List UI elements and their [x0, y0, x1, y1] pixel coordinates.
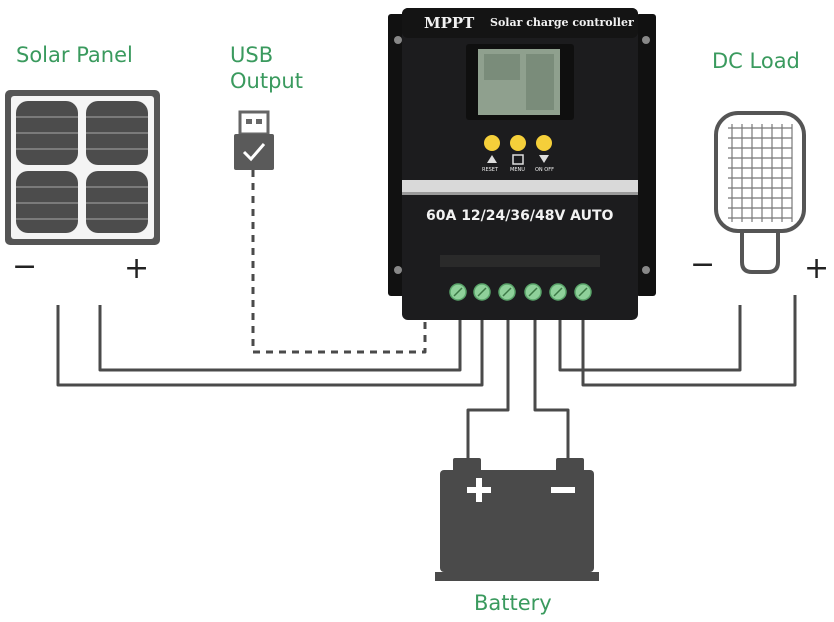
usb-label-line1: USB: [230, 43, 274, 67]
load-positive-sign: +: [804, 251, 830, 286]
wire-load-negative: [558, 305, 742, 372]
solar-negative-sign: −: [12, 249, 38, 284]
solar-panel-label: Solar Panel: [16, 43, 133, 67]
wire-solar-negative: [56, 305, 484, 387]
battery-label: Battery: [474, 591, 552, 615]
menu-button: [510, 135, 526, 151]
mppt-controller: [388, 8, 656, 320]
wire-battery-positive: [533, 315, 570, 460]
usb-label-line2: Output: [230, 69, 303, 93]
solar-panel-icon: [5, 90, 160, 245]
wire-battery-negative: [466, 315, 510, 460]
dc-load-label: DC Load: [712, 49, 800, 73]
wire-usb-output: [251, 170, 427, 354]
usb-plug-icon: [234, 110, 274, 170]
menu-label: MENU: [510, 167, 525, 173]
onoff-label: ON OFF: [535, 167, 554, 173]
battery-icon: [435, 458, 599, 581]
load-negative-sign: −: [690, 247, 716, 282]
solar-positive-sign: +: [124, 251, 150, 286]
wire-load-positive: [581, 295, 797, 387]
wires: [56, 170, 797, 460]
wire-solar-positive: [98, 305, 462, 372]
dc-load-lamp-icon: [714, 111, 806, 274]
controller-title: Solar charge controller: [490, 16, 634, 29]
controller-brand: MPPT: [424, 14, 475, 32]
controller-rating: 60A 12/24/36/48V AUTO: [426, 208, 614, 224]
reset-label: RESET: [482, 167, 499, 173]
onoff-button: [536, 135, 552, 151]
reset-button: [484, 135, 500, 151]
